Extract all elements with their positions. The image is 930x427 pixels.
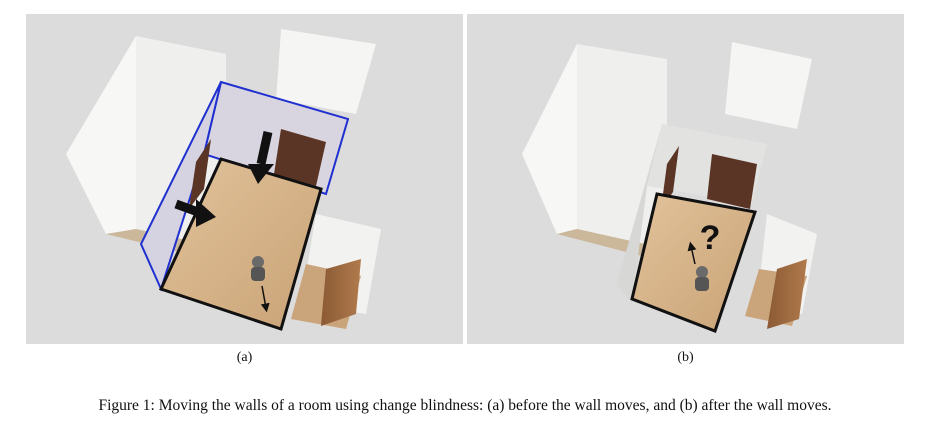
question-mark-icon: ?	[700, 219, 721, 257]
figure-panel-a	[26, 14, 463, 344]
painting-icon	[274, 129, 326, 186]
room-floor	[630, 192, 757, 333]
figure-panel-b: ?	[467, 14, 904, 344]
door-icon	[321, 259, 361, 326]
person-icon	[251, 256, 270, 313]
person-icon	[687, 241, 709, 291]
figure-caption: Figure 1: Moving the walls of a room usi…	[98, 397, 832, 414]
room-floor	[158, 157, 323, 331]
door-icon	[767, 259, 807, 329]
panel-a-label: (a)	[236, 350, 253, 365]
room-render-before	[66, 29, 381, 331]
room-render-after: ?	[522, 42, 817, 333]
painting-icon	[707, 154, 757, 209]
panel-b-label: (b)	[677, 350, 694, 365]
arrow-down-icon	[256, 131, 273, 165]
arrow-right-icon	[174, 199, 200, 217]
